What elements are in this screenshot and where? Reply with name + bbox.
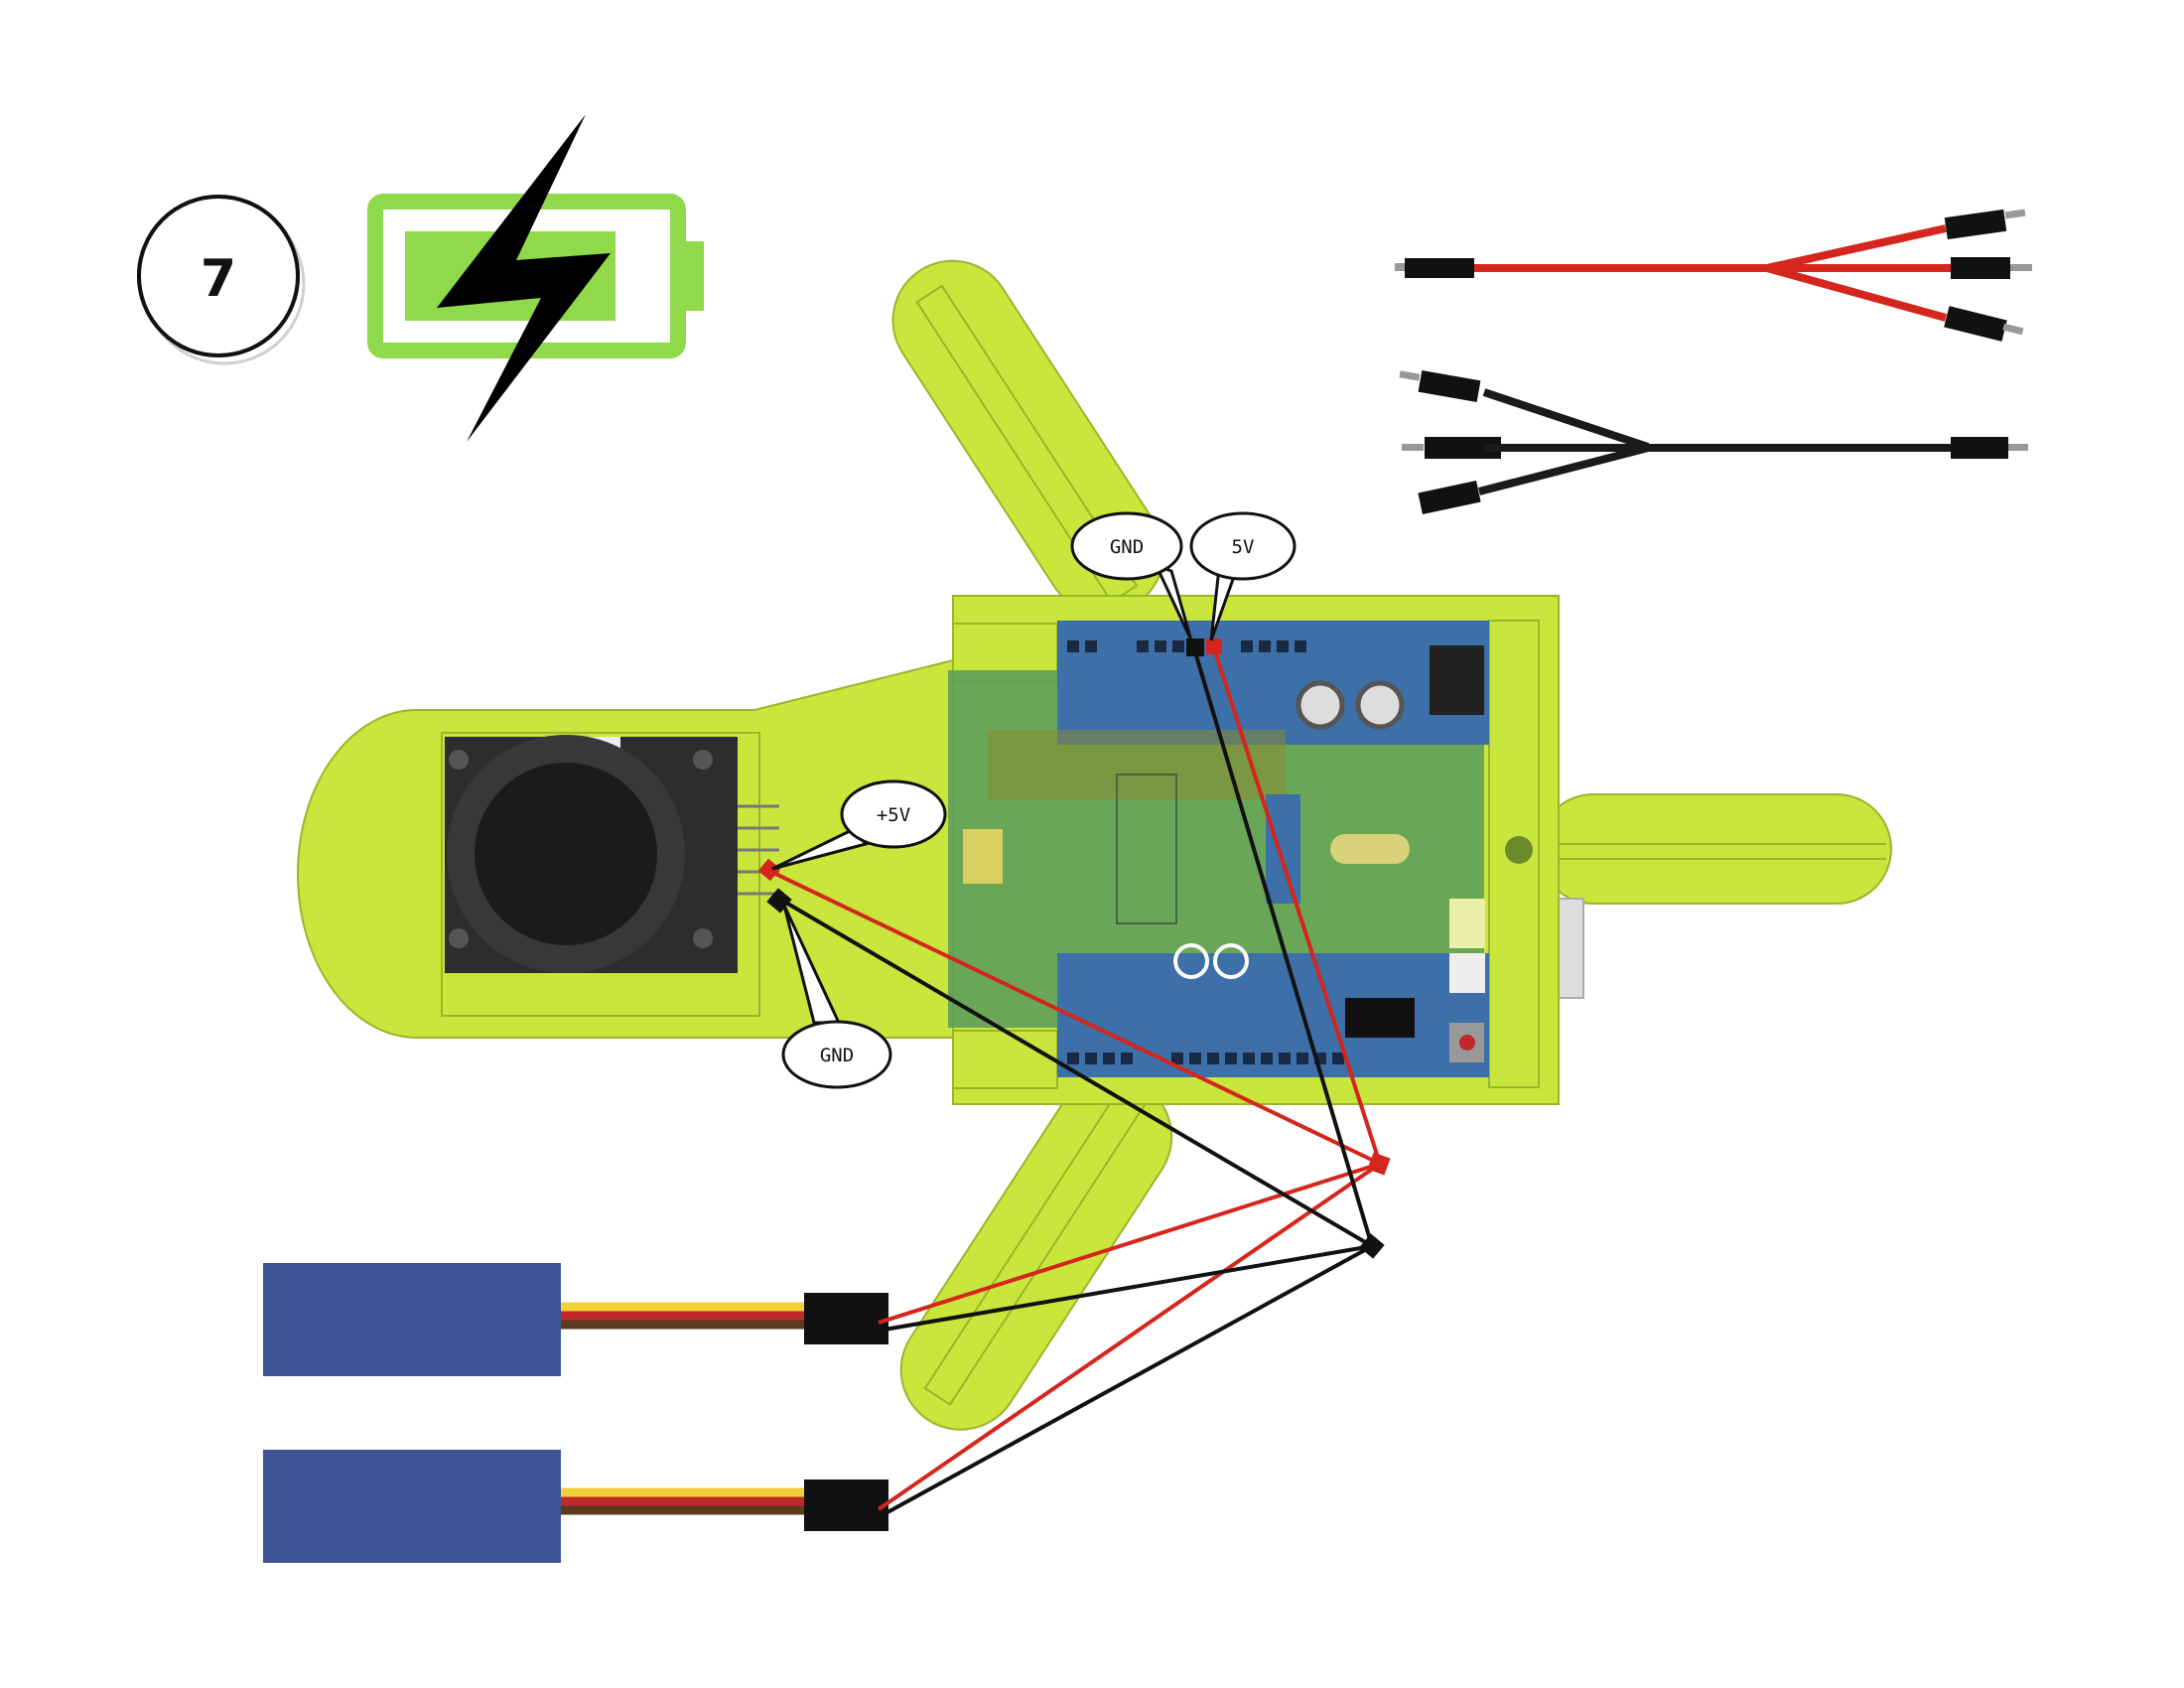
callout-arduino-gnd: GND — [1070, 511, 1193, 641]
step-badge: 7 — [137, 195, 306, 365]
y-cable-black — [1399, 369, 2028, 514]
joystick-module — [445, 735, 779, 973]
lightning-bolt-icon — [437, 114, 611, 442]
servo-1 — [263, 1263, 888, 1376]
callout-arduino-5v: 5V — [1189, 511, 1297, 641]
label-arduino-gnd: GND — [1110, 536, 1144, 558]
label-joystick-5v: +5V — [877, 804, 910, 826]
black-wires — [777, 644, 1374, 1519]
arduino-logo-icon — [1173, 943, 1249, 979]
callout-joystick-gnd: GND — [781, 905, 892, 1089]
label-joystick-gnd: GND — [820, 1045, 854, 1066]
callout-joystick-5v: +5V — [771, 779, 947, 871]
red-wires — [768, 644, 1382, 1511]
arduino-board — [948, 621, 1489, 1077]
step-number: 7 — [201, 249, 236, 309]
servo-2 — [263, 1450, 888, 1563]
label-arduino-5v: 5V — [1232, 536, 1255, 558]
y-cable-red — [1395, 209, 2032, 342]
